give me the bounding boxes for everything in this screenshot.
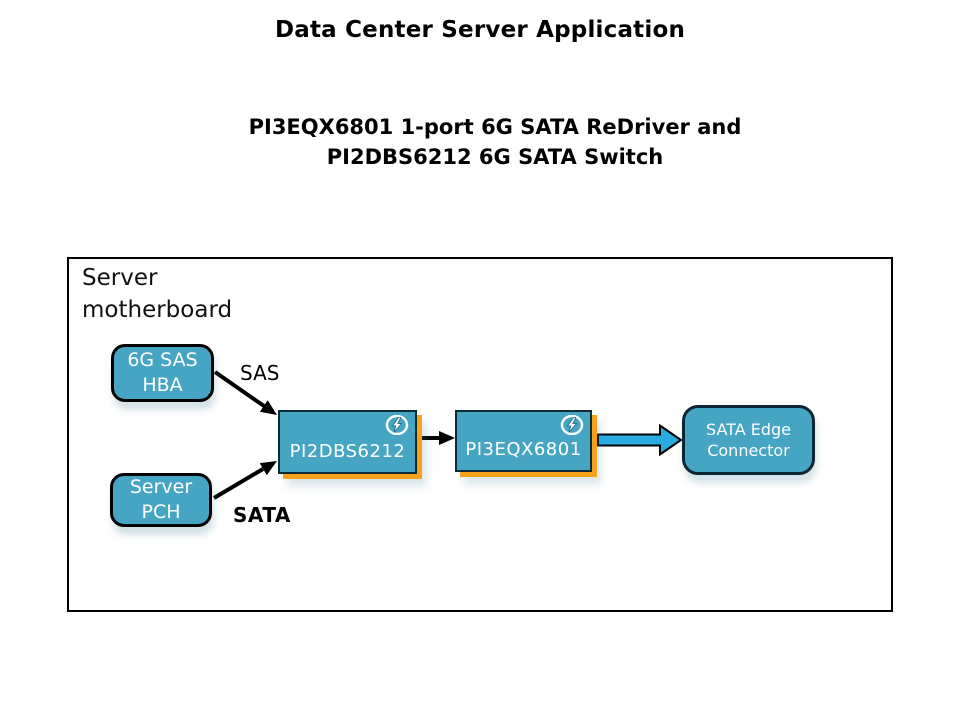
sata-edge-label: SATA	[233, 503, 291, 527]
node-sata-edge-connector: SATA Edge Connector	[682, 405, 815, 475]
chip-label: PI2DBS6212	[289, 441, 406, 462]
chip-label: PI3EQX6801	[465, 439, 582, 460]
pericom-logo-icon	[385, 415, 409, 435]
node-6g-sas-hba: 6G SAS HBA	[111, 344, 214, 402]
node-pi3eqx6801-redriver: PI3EQX6801	[455, 410, 592, 472]
server-motherboard-label: Server motherboard	[82, 265, 233, 323]
node-pi2dbs6212-switch: PI2DBS6212	[278, 410, 417, 474]
node-server-pch: Server PCH	[110, 473, 212, 527]
page-subtitle: PI3EQX6801 1-port 6G SATA ReDriver and P…	[248, 115, 742, 169]
pericom-logo-icon	[560, 415, 584, 435]
sas-edge-label: SAS	[240, 361, 280, 385]
page-title: Data Center Server Application	[274, 17, 686, 43]
